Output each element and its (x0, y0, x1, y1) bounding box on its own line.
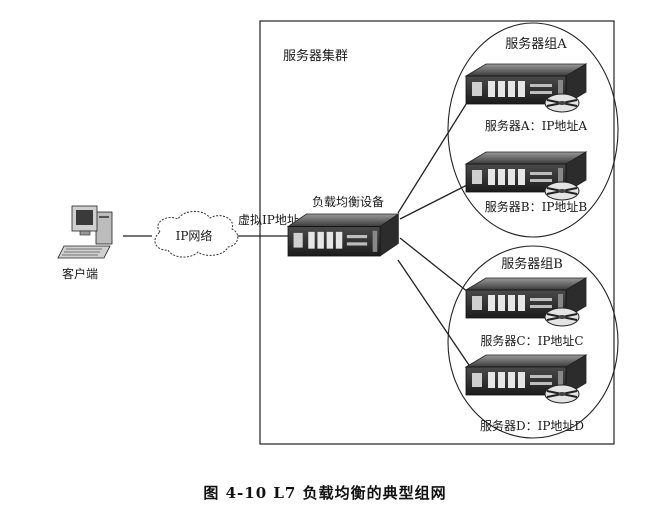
server-d-label: 服务器D：IP地址D (480, 418, 584, 433)
link-lb-server-d (397, 259, 474, 372)
virtual-ip-label: 虚拟IP地址 (238, 213, 299, 227)
server-b-label: 服务器B：IP地址B (485, 199, 588, 214)
server-c-disc-icon (544, 307, 580, 327)
server-c-label: 服务器C：IP地址C (480, 333, 583, 348)
client-computer-icon (57, 205, 113, 259)
server-a-disc-icon (544, 93, 580, 113)
server-group-a-ellipse (447, 22, 619, 238)
server-group-b-title: 服务器组B (501, 256, 563, 272)
server-d-disc-icon (544, 384, 580, 404)
load-balancer-label: 负载均衡设备 (312, 195, 384, 209)
server-b-disc-icon (544, 181, 580, 201)
link-lb-server-c (399, 237, 474, 297)
link-lb-server-b (399, 181, 474, 220)
load-balancer-icon (287, 213, 399, 257)
server-a-label: 服务器A：IP地址A (485, 118, 587, 133)
server-group-b-ellipse (447, 245, 619, 439)
server-cluster-frame (259, 20, 615, 445)
link-lb-server-a (397, 92, 474, 214)
ip-network-label: IP网络 (176, 228, 213, 243)
client-label: 客户端 (62, 266, 98, 281)
ip-network-cloud (154, 210, 239, 258)
figure-caption: 图 4-10 L7 负载均衡的典型组网 (203, 484, 447, 502)
server-group-a-title: 服务器组A (505, 36, 567, 52)
cluster-title: 服务器集群 (283, 48, 348, 64)
